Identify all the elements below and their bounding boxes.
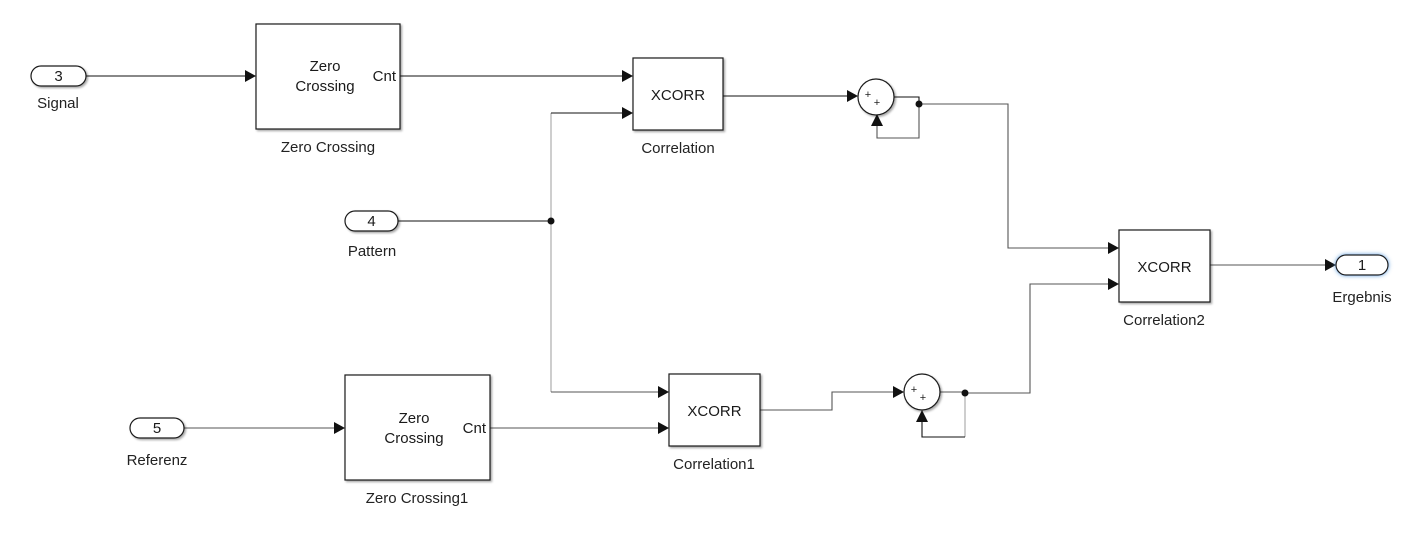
wire-sum-to-correlation2[interactable] bbox=[919, 103, 1109, 249]
branch-point bbox=[915, 100, 923, 108]
port-label: Cnt bbox=[373, 68, 397, 85]
branch-point bbox=[547, 217, 555, 225]
arrow-head bbox=[658, 386, 669, 398]
arrow-head bbox=[1108, 278, 1119, 290]
correlation-block[interactable]: XCORR Correlation bbox=[632, 57, 724, 157]
arrow-head bbox=[916, 410, 928, 422]
sum-block[interactable]: + + bbox=[857, 78, 895, 116]
inport-label: Referenz bbox=[127, 452, 188, 469]
sum-shape[interactable] bbox=[903, 373, 941, 411]
block-shape[interactable] bbox=[632, 57, 724, 131]
block-name: Zero Crossing1 bbox=[366, 490, 469, 507]
inport-shape[interactable] bbox=[344, 210, 399, 232]
inport-signal[interactable]: 3 Signal bbox=[30, 65, 87, 112]
inport-shape[interactable] bbox=[30, 65, 87, 87]
block-text: Zero bbox=[399, 410, 430, 427]
block-name: Correlation2 bbox=[1123, 312, 1205, 329]
sum-sign: + bbox=[920, 392, 926, 404]
block-name: Zero Crossing bbox=[281, 139, 375, 156]
arrow-head bbox=[622, 107, 633, 119]
inport-number: 4 bbox=[367, 213, 375, 230]
inport-number: 5 bbox=[153, 420, 161, 437]
block-text: Zero bbox=[310, 58, 341, 75]
sum-sign: + bbox=[865, 89, 871, 101]
arrow-head bbox=[1325, 259, 1336, 271]
wire-sum1-out[interactable] bbox=[940, 391, 966, 393]
arrow-head bbox=[871, 114, 883, 126]
arrow-head bbox=[847, 90, 858, 102]
wire-sum-feedback[interactable] bbox=[876, 104, 920, 139]
wire-sum-out[interactable] bbox=[894, 96, 920, 104]
wire-sum1-to-correlation2[interactable] bbox=[965, 283, 1109, 394]
zero-crossing-block[interactable]: Zero Crossing Cnt Zero Crossing bbox=[255, 23, 401, 156]
arrow-head bbox=[893, 386, 904, 398]
branch-point bbox=[961, 389, 969, 397]
sum-sign: + bbox=[911, 384, 917, 396]
inport-number: 3 bbox=[54, 68, 62, 85]
arrow-head bbox=[658, 422, 669, 434]
wire-sum1-feedback[interactable] bbox=[921, 422, 965, 438]
wire-correlation1-to-sum1[interactable] bbox=[760, 391, 894, 411]
sum-shape[interactable] bbox=[857, 78, 895, 116]
block-shape[interactable] bbox=[668, 373, 761, 447]
inport-label: Pattern bbox=[348, 243, 396, 260]
block-text: XCORR bbox=[651, 87, 705, 104]
arrow-head bbox=[334, 422, 345, 434]
block-text: XCORR bbox=[687, 403, 741, 420]
arrow-head bbox=[1108, 242, 1119, 254]
outport-label: Ergebnis bbox=[1332, 289, 1391, 306]
block-text: XCORR bbox=[1137, 259, 1191, 276]
sum-sign: + bbox=[874, 97, 880, 109]
inport-pattern[interactable]: 4 Pattern bbox=[344, 210, 399, 260]
inport-label: Signal bbox=[37, 95, 79, 112]
inport-shape[interactable] bbox=[129, 417, 185, 439]
outport-shape[interactable] bbox=[1335, 254, 1389, 276]
block-name: Correlation bbox=[641, 140, 714, 157]
block-name: Correlation1 bbox=[673, 456, 755, 473]
block-shape[interactable] bbox=[1118, 229, 1211, 303]
sum1-block[interactable]: + + bbox=[903, 373, 941, 411]
block-text: Crossing bbox=[295, 78, 354, 95]
arrow-head bbox=[245, 70, 256, 82]
arrow-head bbox=[622, 70, 633, 82]
inport-referenz[interactable]: 5 Referenz bbox=[127, 417, 188, 469]
correlation2-block[interactable]: XCORR Correlation2 bbox=[1118, 229, 1211, 329]
block-shape[interactable] bbox=[255, 23, 401, 130]
correlation1-block[interactable]: XCORR Correlation1 bbox=[668, 373, 761, 473]
outport-ergebnis[interactable]: 1 Ergebnis bbox=[1332, 254, 1392, 306]
outport-number: 1 bbox=[1358, 257, 1366, 274]
block-text: Crossing bbox=[384, 430, 443, 447]
block-shape[interactable] bbox=[344, 374, 491, 481]
zero-crossing1-block[interactable]: Zero Crossing Cnt Zero Crossing1 bbox=[344, 374, 491, 507]
port-label: Cnt bbox=[463, 420, 487, 437]
